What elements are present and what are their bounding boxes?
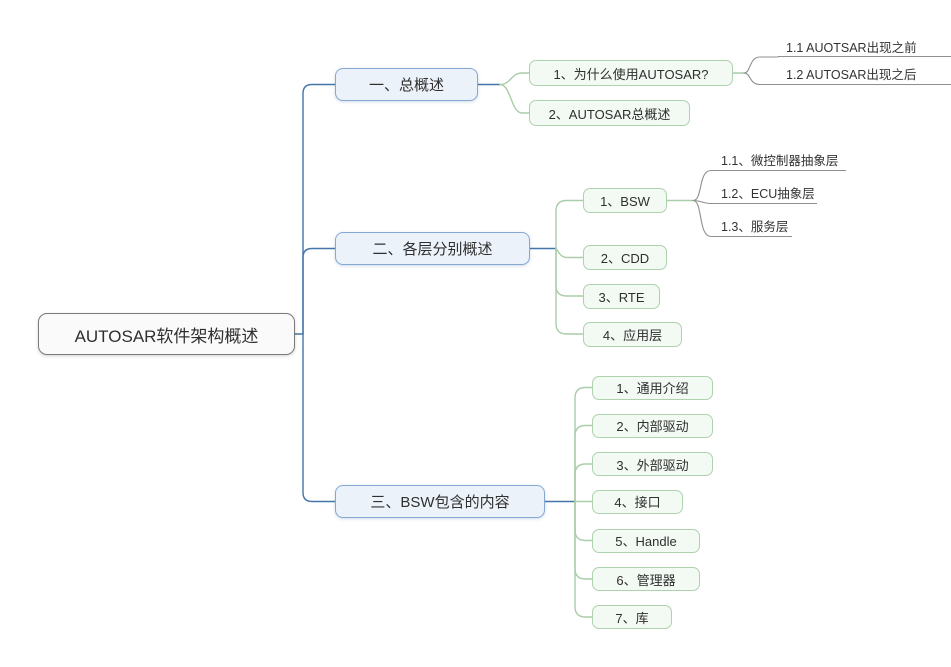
subtopic-3-3[interactable]: 3、外部驱动 xyxy=(592,452,713,476)
subtopic-2-1[interactable]: 1、BSW xyxy=(583,188,667,213)
subtopic-3-2[interactable]: 2、内部驱动 xyxy=(592,413,713,438)
subtopic-2-3[interactable]: 3、RTE xyxy=(583,283,660,309)
subtopic-3-1[interactable]: 1、通用介绍 xyxy=(592,375,713,400)
child-connectors xyxy=(499,72,745,618)
leaf-connectors xyxy=(692,56,779,238)
main-topic-1[interactable]: 一、总概述 xyxy=(335,68,478,101)
branch-connectors xyxy=(294,83,576,503)
leaf-topic-1-1-1[interactable]: 1.1 AUOTSAR出现之前 xyxy=(778,39,951,57)
subtopic-3-6[interactable]: 6、管理器 xyxy=(592,567,700,591)
leaf-topic-2-1-2[interactable]: 1.2、ECU抽象层 xyxy=(713,186,817,204)
main-topic-3[interactable]: 三、BSW包含的内容 xyxy=(335,485,545,518)
root-topic[interactable]: AUTOSAR软件架构概述 xyxy=(38,313,295,355)
leaf-topic-2-1-3[interactable]: 1.3、服务层 xyxy=(713,219,792,237)
subtopic-3-4[interactable]: 4、接口 xyxy=(592,489,683,514)
subtopic-3-5[interactable]: 5、Handle xyxy=(592,528,700,553)
subtopic-3-7[interactable]: 7、库 xyxy=(592,605,672,629)
subtopic-1-2[interactable]: 2、AUTOSAR总概述 xyxy=(529,100,690,126)
leaf-topic-1-1-2[interactable]: 1.2 AUTOSAR出现之后 xyxy=(778,67,951,85)
subtopic-2-4[interactable]: 4、应用层 xyxy=(583,321,682,347)
main-topic-2[interactable]: 二、各层分别概述 xyxy=(335,232,530,265)
subtopic-2-2[interactable]: 2、CDD xyxy=(583,245,667,270)
subtopic-1-1[interactable]: 1、为什么使用AUTOSAR? xyxy=(529,60,733,86)
leaf-topic-2-1-1[interactable]: 1.1、微控制器抽象层 xyxy=(713,153,846,171)
